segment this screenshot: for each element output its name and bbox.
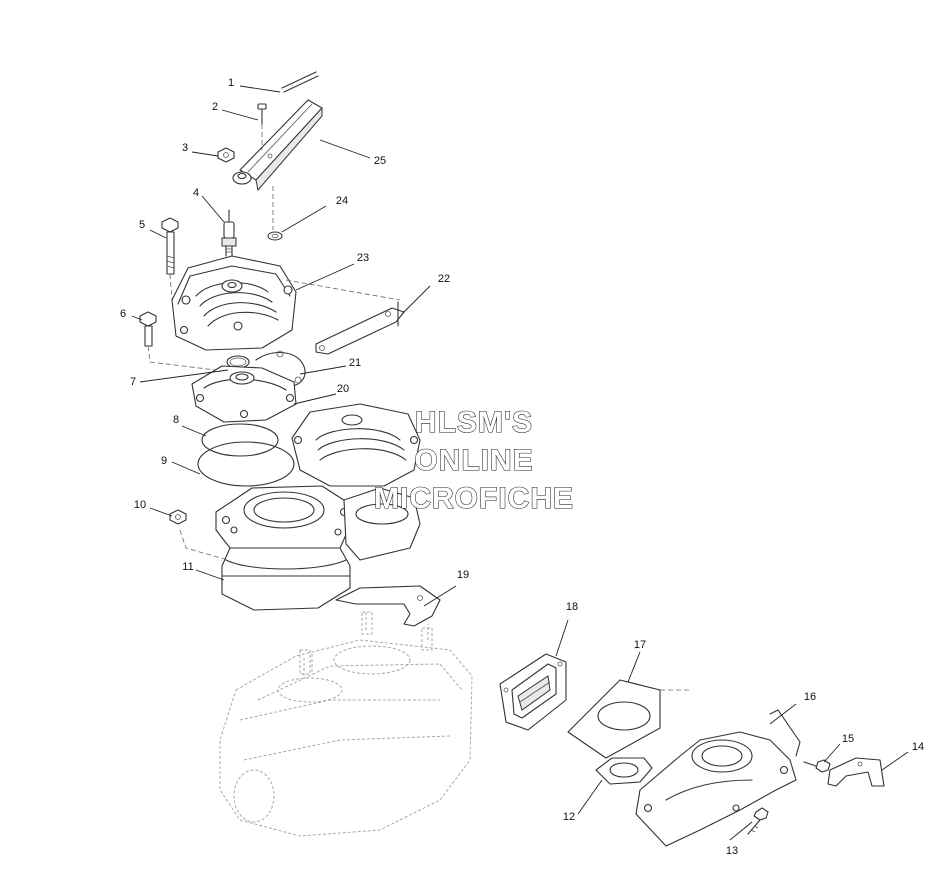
callout-4: 4 [193, 187, 199, 199]
part-8-o-ring [201, 423, 279, 457]
callout-16: 16 [804, 691, 816, 703]
part-1-clip [281, 71, 319, 93]
callout-8: 8 [173, 414, 179, 426]
callout-24: 24 [336, 195, 348, 207]
part-6-bolt [139, 311, 233, 373]
callout-20: 20 [337, 383, 349, 395]
part-9-o-ring [197, 441, 295, 487]
callout-5: 5 [139, 219, 145, 231]
callout-13: 13 [726, 845, 738, 857]
part-19-base-gasket [335, 585, 441, 627]
part-10-nut [169, 509, 229, 561]
callout-21: 21 [349, 357, 361, 369]
part-15-screw [803, 759, 831, 773]
part-5-bolt [161, 217, 179, 301]
part-21-head-gasket [255, 350, 306, 387]
part-3-nut [217, 147, 235, 163]
callout-12: 12 [563, 811, 575, 823]
callout-labels: 1234567891011121314151617181920212223242… [120, 77, 924, 857]
callout-23: 23 [357, 252, 369, 264]
callout-19: 19 [457, 569, 469, 581]
part-12-gasket [595, 757, 653, 785]
callout-2: 2 [212, 101, 218, 113]
part-18-reed-valve [499, 653, 567, 731]
callout-18: 18 [566, 601, 578, 613]
part-16-intake-manifold [635, 709, 801, 847]
part-14-bracket [827, 757, 885, 787]
part-2-screw [257, 103, 267, 150]
part-4-spark-plug [221, 209, 237, 257]
leader-lines [131, 85, 909, 841]
callout-14: 14 [912, 741, 924, 753]
part-11-cylinder [215, 485, 421, 611]
watermark-line-2: ONLINE [414, 444, 533, 477]
part-20-water-cover [191, 365, 297, 423]
callout-7: 7 [130, 376, 136, 388]
crankcase [219, 610, 473, 837]
callout-22: 22 [438, 273, 450, 285]
rear-cylinder-head [291, 403, 421, 487]
callout-25: 25 [374, 155, 386, 167]
part-23-cylinder-head [171, 255, 401, 351]
callout-11: 11 [182, 561, 193, 573]
watermark: HLSM'S ONLINE MICROFICHE [373, 405, 574, 515]
callout-6: 6 [120, 308, 126, 320]
callout-10: 10 [134, 499, 146, 511]
watermark-line-1: HLSM'S [415, 406, 533, 439]
watermark-line-3: MICROFICHE [374, 482, 574, 515]
callout-9: 9 [161, 455, 167, 467]
part-22-bracket [315, 301, 405, 355]
part-17-gasket [567, 679, 690, 759]
callout-15: 15 [842, 733, 854, 745]
part-25-rail [232, 99, 323, 192]
callout-1: 1 [228, 77, 234, 89]
callout-17: 17 [634, 639, 646, 651]
part-24-washer [267, 186, 283, 241]
callout-3: 3 [182, 142, 188, 154]
part-13-bolt [747, 807, 769, 835]
